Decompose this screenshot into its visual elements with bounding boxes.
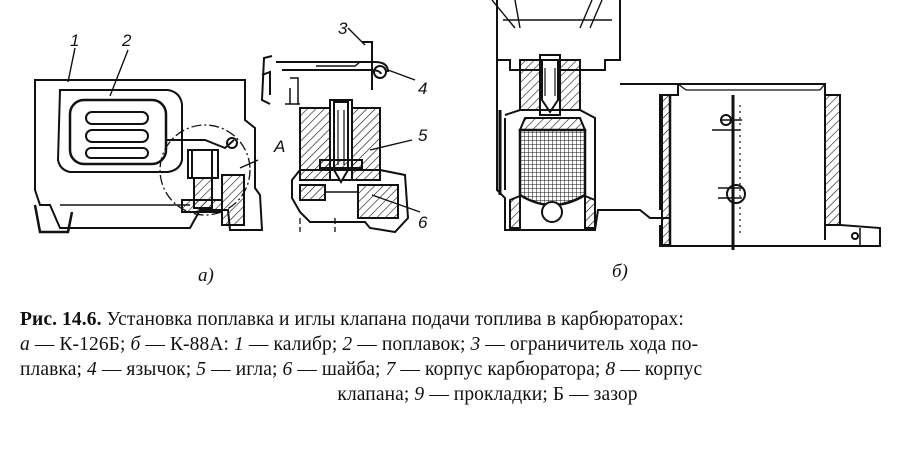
caption-item-text: — прокладки; Б — зазор bbox=[429, 384, 638, 405]
figure-a-detail-needle-valve bbox=[260, 27, 421, 234]
callout-2: 2 bbox=[122, 31, 132, 50]
caption-item-num: 4 bbox=[86, 359, 97, 380]
caption-line-2: а — К-126Б; б — К-88А: 1 — калибр; 2 — п… bbox=[20, 332, 905, 357]
caption-item-text: — корпус карбюратора; bbox=[400, 359, 601, 380]
caption-item-num: 1 bbox=[234, 334, 244, 355]
subfigure-label-a: а) bbox=[198, 265, 214, 286]
caption-line-4: клапана; 9 — прокладки; Б — зазор bbox=[20, 382, 905, 407]
caption-item-text: — поплавок; bbox=[357, 334, 466, 355]
caption-line-1: Рис. 14.6. Установка поплавка и иглы кла… bbox=[20, 307, 905, 332]
figure-caption: Рис. 14.6. Установка поплавка и иглы кла… bbox=[20, 307, 905, 407]
caption-item-text: — шайба; bbox=[297, 359, 381, 380]
caption-item-text: — корпус bbox=[620, 359, 703, 380]
caption-item-text: — калибр; bbox=[248, 334, 338, 355]
figure-b-carburetor-k88a bbox=[491, 0, 881, 250]
callout-A: A bbox=[274, 137, 286, 156]
caption-item-num: 5 bbox=[196, 359, 207, 380]
technical-drawing bbox=[33, 0, 881, 250]
caption-item-num: 2 bbox=[342, 334, 353, 355]
caption-item-text: — игла; bbox=[211, 359, 278, 380]
callout-5: 5 bbox=[418, 126, 428, 145]
figure-a-carburetor-k126b bbox=[33, 47, 264, 234]
callout-3: 3 bbox=[338, 19, 348, 38]
caption-line-3: плавка; 4 — язычок; 5 — игла; 6 — шайба;… bbox=[20, 357, 905, 382]
caption-a-letter: а bbox=[20, 334, 30, 355]
caption-item-num: 3 bbox=[470, 334, 481, 355]
callout-1: 1 bbox=[70, 31, 80, 50]
caption-item-text: плавка; bbox=[20, 359, 82, 380]
caption-b-letter: б bbox=[130, 334, 141, 355]
caption-item-text: — ограничитель хода по- bbox=[485, 334, 699, 355]
caption-item-text: клапана; bbox=[337, 384, 410, 405]
caption-b-text: — К-88А: bbox=[145, 334, 230, 355]
caption-item-text: — язычок; bbox=[101, 359, 192, 380]
caption-figure-label: Рис. 14.6. bbox=[20, 309, 102, 330]
caption-item-num: 9 bbox=[414, 384, 425, 405]
caption-item-num: 8 bbox=[605, 359, 616, 380]
caption-title: Установка поплавка и иглы клапана подачи… bbox=[106, 309, 684, 330]
caption-a-text: — К-126Б; bbox=[34, 334, 126, 355]
subfigure-label-b: б) bbox=[612, 261, 628, 282]
callout-6: 6 bbox=[418, 213, 428, 232]
caption-item-num: 6 bbox=[282, 359, 293, 380]
callout-4: 4 bbox=[418, 79, 428, 98]
caption-item-num: 7 bbox=[385, 359, 396, 380]
